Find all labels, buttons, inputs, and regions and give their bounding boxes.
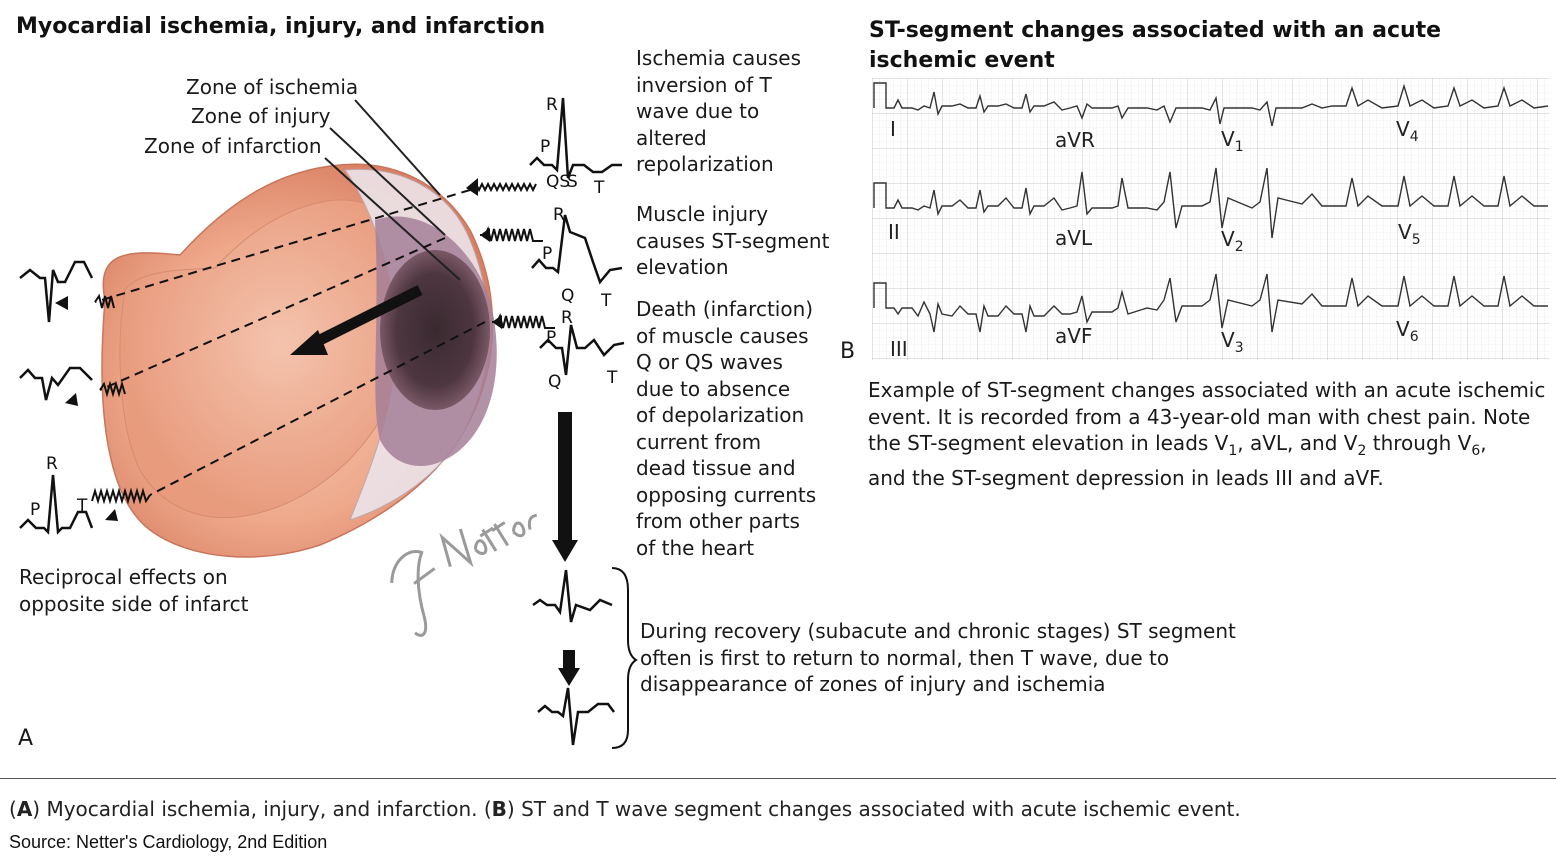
lead-label-v1: V1 — [1221, 127, 1244, 155]
reciprocal-ecg-3 — [19, 474, 94, 535]
lead-label-v3: V3 — [1221, 328, 1244, 356]
lead-label-v6: V6 — [1396, 317, 1419, 345]
recovery-description: During recovery (subacute and chronic st… — [640, 619, 1236, 696]
ischemia-description: Ischemia causes inversion of T wave due … — [636, 46, 802, 176]
panel-b-title: ST-segment changes associated with an ac… — [869, 18, 1442, 73]
ecg-row-2 — [873, 167, 1548, 239]
zone-infarction-label: Zone of infarction — [144, 134, 322, 158]
ecg-recovery-2 — [537, 687, 615, 746]
heart-illustration — [19, 97, 638, 749]
wave-label-p-recip: P — [30, 500, 41, 520]
lead-label-v2: V2 — [1221, 227, 1244, 255]
zone-infarction — [380, 250, 490, 410]
wave-label-p-1: P — [540, 137, 551, 157]
ecg-infarction — [539, 324, 625, 376]
wave-label-r-recip: R — [46, 454, 58, 474]
lead-label-ii: II — [888, 220, 900, 244]
zone-ischemia-label: Zone of ischemia — [186, 75, 359, 99]
lead-label-iii: III — [890, 337, 908, 361]
zone-injury-label: Zone of injury — [191, 104, 331, 128]
lead-label-v5: V5 — [1398, 220, 1421, 248]
wave-label-p-2: P — [542, 244, 553, 264]
ecg-row-1 — [873, 82, 1549, 127]
ecg-row-3 — [873, 273, 1548, 333]
source-line: Source: Netter's Cardiology, 2nd Edition — [9, 832, 328, 852]
lead-label-v4: V4 — [1396, 117, 1419, 145]
wave-label-qs-1: QS — [546, 172, 571, 192]
wave-label-t-2: T — [601, 291, 612, 311]
ecg-example-description: Example of ST-segment changes associated… — [868, 378, 1546, 490]
netter-signature — [390, 513, 537, 637]
reciprocal-description: Reciprocal effects on opposite side of i… — [19, 565, 249, 616]
figure-caption: (A) Myocardial ischemia, injury, and inf… — [9, 797, 1241, 821]
panel-a-title: Myocardial ischemia, injury, and infarct… — [16, 14, 546, 39]
wave-label-r-3: R — [561, 308, 573, 328]
ecg-strip — [872, 78, 1550, 360]
wave-label-q-2: Q — [561, 286, 575, 306]
wave-label-q-3: Q — [548, 372, 562, 392]
lead-label-i: I — [890, 117, 896, 141]
wave-label-t-3: T — [607, 368, 618, 388]
wave-label-s-1: S — [567, 172, 578, 192]
ecg-ischemia — [529, 97, 622, 179]
recovery-bracket — [611, 567, 638, 749]
reciprocal-ecg-2 — [19, 366, 93, 401]
lead-label-avr: aVR — [1055, 128, 1095, 152]
direction-arrow — [307, 285, 423, 350]
caption-divider — [0, 778, 1556, 779]
wave-label-r-2: R — [553, 205, 565, 225]
infarction-description: Death (infarction) of muscle causes Q or… — [636, 297, 817, 560]
wave-label-p-3: P — [546, 328, 557, 348]
ecg-recovery-1 — [532, 569, 613, 623]
injury-description: Muscle injury causes ST-segment elevatio… — [636, 202, 830, 279]
panel-b-letter: B — [840, 339, 856, 364]
reciprocal-ecg-1 — [19, 260, 94, 323]
wave-label-r-1: R — [546, 95, 558, 115]
ecg-injury — [531, 214, 623, 285]
wave-label-t-1: T — [594, 178, 605, 198]
wave-label-t-recip: T — [77, 496, 88, 516]
lead-label-avl: aVL — [1055, 226, 1093, 250]
lead-label-avf: aVF — [1055, 324, 1093, 348]
panel-a-letter: A — [18, 726, 34, 751]
